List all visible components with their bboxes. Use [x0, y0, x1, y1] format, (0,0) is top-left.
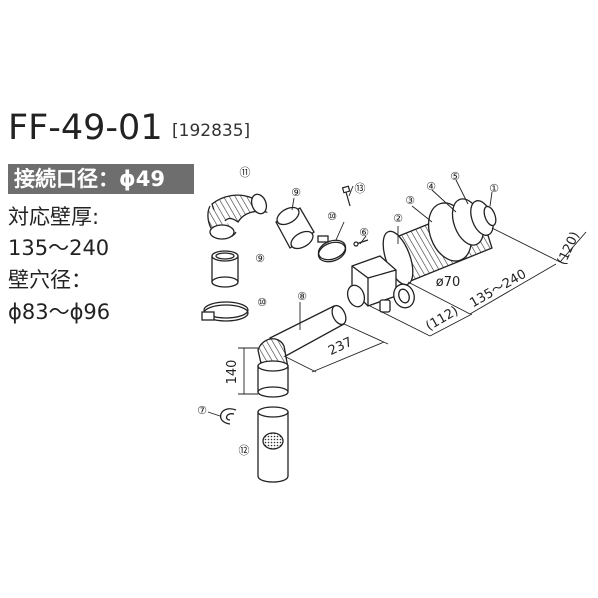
clip-part-7 [220, 408, 237, 425]
dimension-lines [207, 179, 587, 417]
label-part-1: ① [489, 182, 499, 195]
label-part-6: ⑥ [359, 226, 369, 239]
connection-diameter-badge: 接続口径：ϕ49 [8, 164, 194, 194]
flex-hose-part-11 [207, 193, 268, 240]
terminal-pipe-part-12 [257, 406, 289, 483]
label-part-10-upper: ⑩ [327, 210, 337, 223]
wall-thickness-label: 対応壁厚: [8, 205, 100, 229]
elbow-pipe-part-8 [257, 304, 347, 398]
page-title: FF-49-01 [8, 108, 163, 148]
wall-pipe-assembly [346, 198, 497, 313]
wall-hole-value: ϕ83〜ϕ96 [8, 300, 111, 324]
label-part-9-lower: ⑨ [255, 252, 265, 265]
label-part-8: ⑧ [297, 290, 307, 303]
dim-135-240: 135〜240 [467, 267, 529, 311]
label-part-13: ⑬ [355, 182, 366, 195]
label-part-4: ④ [426, 180, 436, 193]
adapter-part-9-lower [211, 250, 239, 288]
label-part-2: ② [393, 212, 403, 225]
product-code: [192835] [172, 121, 251, 141]
dim-140: 140 [225, 360, 240, 385]
adapter-part-9-upper [275, 206, 315, 250]
wall-hole-label: 壁穴径： [8, 268, 92, 292]
label-part-5: ⑤ [450, 170, 460, 183]
label-part-10-lower: ⑩ [257, 296, 267, 309]
dim-120: (120) [555, 230, 583, 268]
screw-part-13 [341, 185, 351, 207]
wall-thickness-value: 135〜240 [8, 236, 110, 260]
clamp-part-10-upper [317, 235, 347, 263]
label-part-3: ③ [405, 194, 415, 207]
label-part-11: ⑪ [240, 166, 251, 179]
dim-237: 237 [326, 335, 355, 359]
label-part-7: ⑦ [197, 404, 207, 417]
label-part-12: ⑫ [239, 444, 250, 457]
clamp-part-10-lower [201, 301, 249, 322]
dim-70: ø70 [436, 275, 461, 290]
part-number-labels: ⑪ ⑨ ⑩ ⑬ ⑥ ② ③ ④ ⑤ ① ⑨ ⑩ ⑧ ⑦ ⑫ [197, 166, 499, 457]
label-part-9-upper: ⑨ [291, 186, 301, 199]
screw-part-6 [353, 239, 369, 247]
